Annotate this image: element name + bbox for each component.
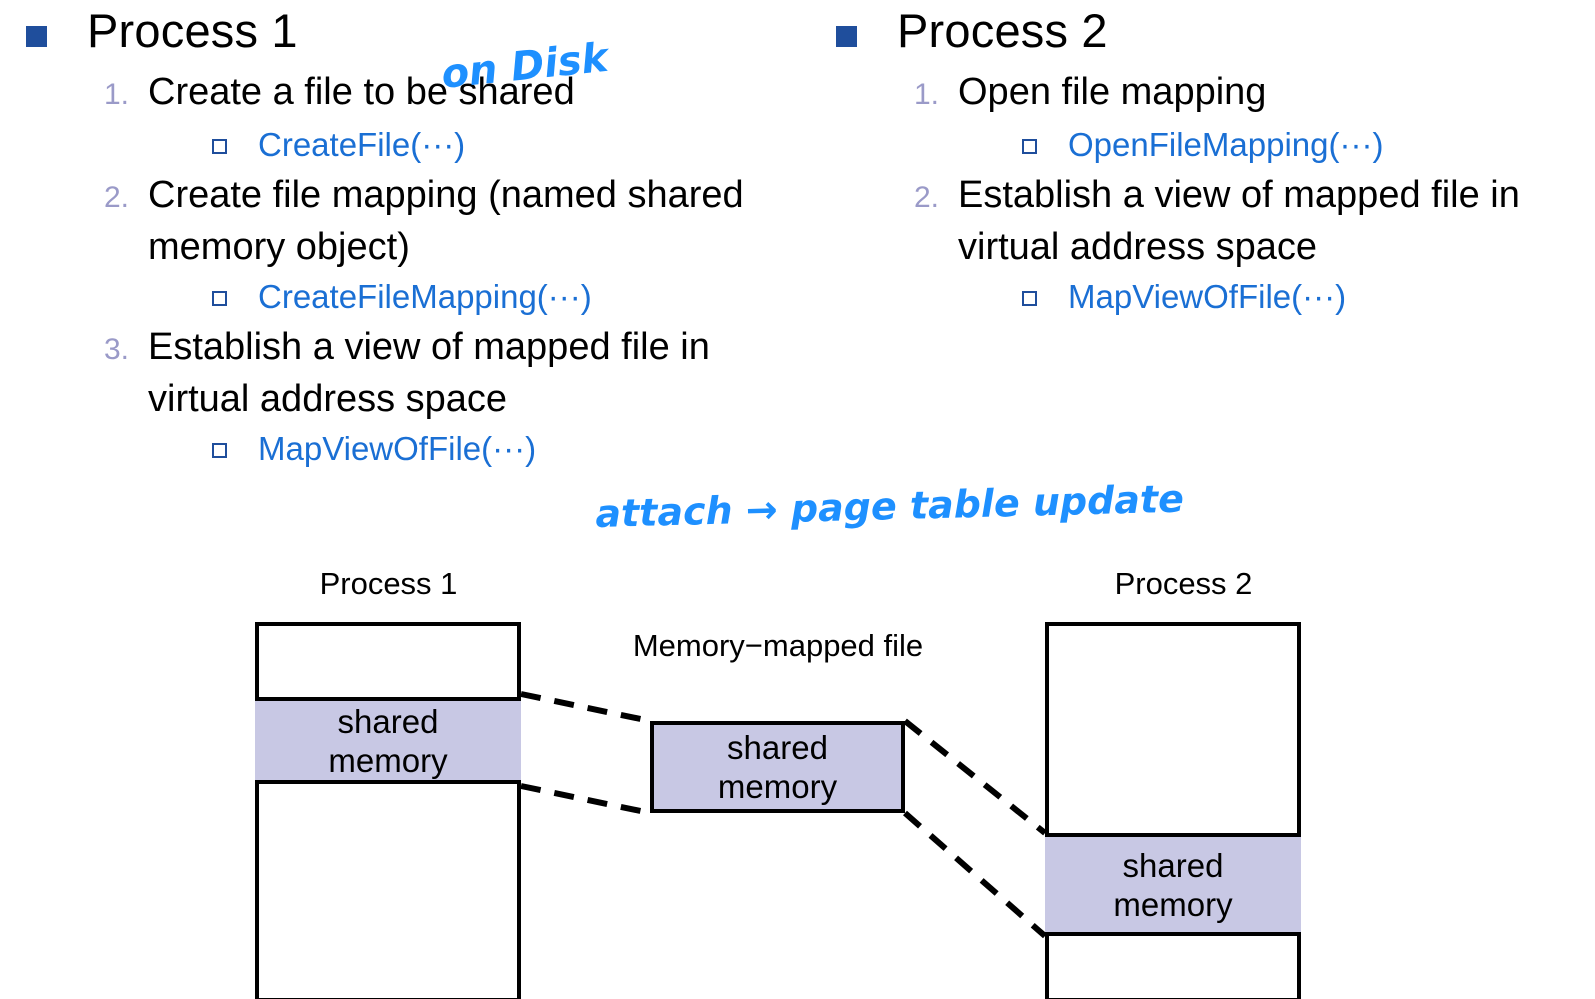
handwritten-annotation-attach: attach → page table update — [594, 476, 1185, 536]
shared-memory-line-1: shared — [727, 729, 828, 766]
api-item: CreateFileMapping(···) — [212, 273, 778, 321]
page-title-process-1: Process 1 — [87, 4, 298, 57]
shared-memory-line-2: memory — [328, 741, 448, 779]
hollow-square-bullet-icon — [212, 139, 227, 154]
api-call-label: CreateFileMapping(···) — [258, 278, 592, 315]
api-call-label: CreateFile(···) — [258, 126, 466, 163]
diagram-label-memory-mapped-file: Memory−mapped file — [632, 628, 924, 663]
list-item: 1. Create a file to be shared — [104, 66, 778, 121]
column-process-1: Process 1 1. Create a file to be shared … — [8, 0, 778, 473]
page-title-process-2: Process 2 — [897, 4, 1108, 57]
diagram-process-1-shared-region: shared memory — [255, 697, 521, 784]
api-item: MapViewOfFile(···) — [1022, 273, 1588, 321]
hollow-square-bullet-icon — [212, 291, 227, 306]
list-item: 2. Create file mapping (named shared mem… — [104, 169, 778, 273]
api-call-label: OpenFileMapping(···) — [1068, 126, 1384, 163]
list-number: 1. — [914, 78, 940, 111]
shared-memory-line-2: memory — [717, 768, 838, 805]
list-item-label: Create file mapping (named shared memory… — [148, 174, 744, 268]
list-item-label: Establish a view of mapped file in virtu… — [958, 174, 1520, 268]
list-number: 2. — [914, 181, 940, 214]
shared-memory-line-1: shared — [1122, 846, 1224, 884]
list-number: 3. — [104, 333, 130, 366]
hollow-square-bullet-icon — [212, 443, 227, 458]
api-item: OpenFileMapping(···) — [1022, 121, 1588, 169]
hollow-square-bullet-icon — [1022, 291, 1037, 306]
list-item: 3. Establish a view of mapped file in vi… — [104, 321, 778, 425]
api-item: CreateFile(···) — [212, 121, 778, 169]
list-item-label: Open file mapping — [958, 71, 1267, 113]
list-item-label: Establish a view of mapped file in virtu… — [148, 326, 710, 420]
diagram-label-process-1: Process 1 — [319, 566, 458, 601]
diagram-process-1-address-space — [255, 622, 521, 999]
api-call-label: MapViewOfFile(···) — [258, 430, 537, 467]
list-item: 2. Establish a view of mapped file in vi… — [914, 169, 1588, 273]
shared-memory-line-2: memory — [1113, 885, 1233, 923]
diagram-process-2-address-space — [1045, 622, 1301, 999]
diagram-memory-mapped-file-region: shared memory — [650, 721, 905, 813]
diagram-label-process-2: Process 2 — [1114, 566, 1253, 601]
list-number: 2. — [104, 181, 130, 214]
api-item: MapViewOfFile(···) — [212, 425, 778, 473]
shared-memory-line-1: shared — [337, 702, 439, 740]
api-call-label: MapViewOfFile(···) — [1068, 278, 1347, 315]
list-item: 1. Open file mapping — [914, 66, 1588, 121]
list-number: 1. — [104, 78, 130, 111]
filled-square-bullet-icon — [26, 26, 47, 47]
list-item-label: Create a file to be shared — [148, 71, 575, 113]
hollow-square-bullet-icon — [1022, 139, 1037, 154]
filled-square-bullet-icon — [836, 26, 857, 47]
diagram-process-2-shared-region: shared memory — [1045, 833, 1301, 936]
heading-row-process-2: Process 2 — [818, 0, 1588, 66]
column-process-2: Process 2 1. Open file mapping OpenFileM… — [818, 0, 1588, 321]
heading-row-process-1: Process 1 — [8, 0, 778, 66]
